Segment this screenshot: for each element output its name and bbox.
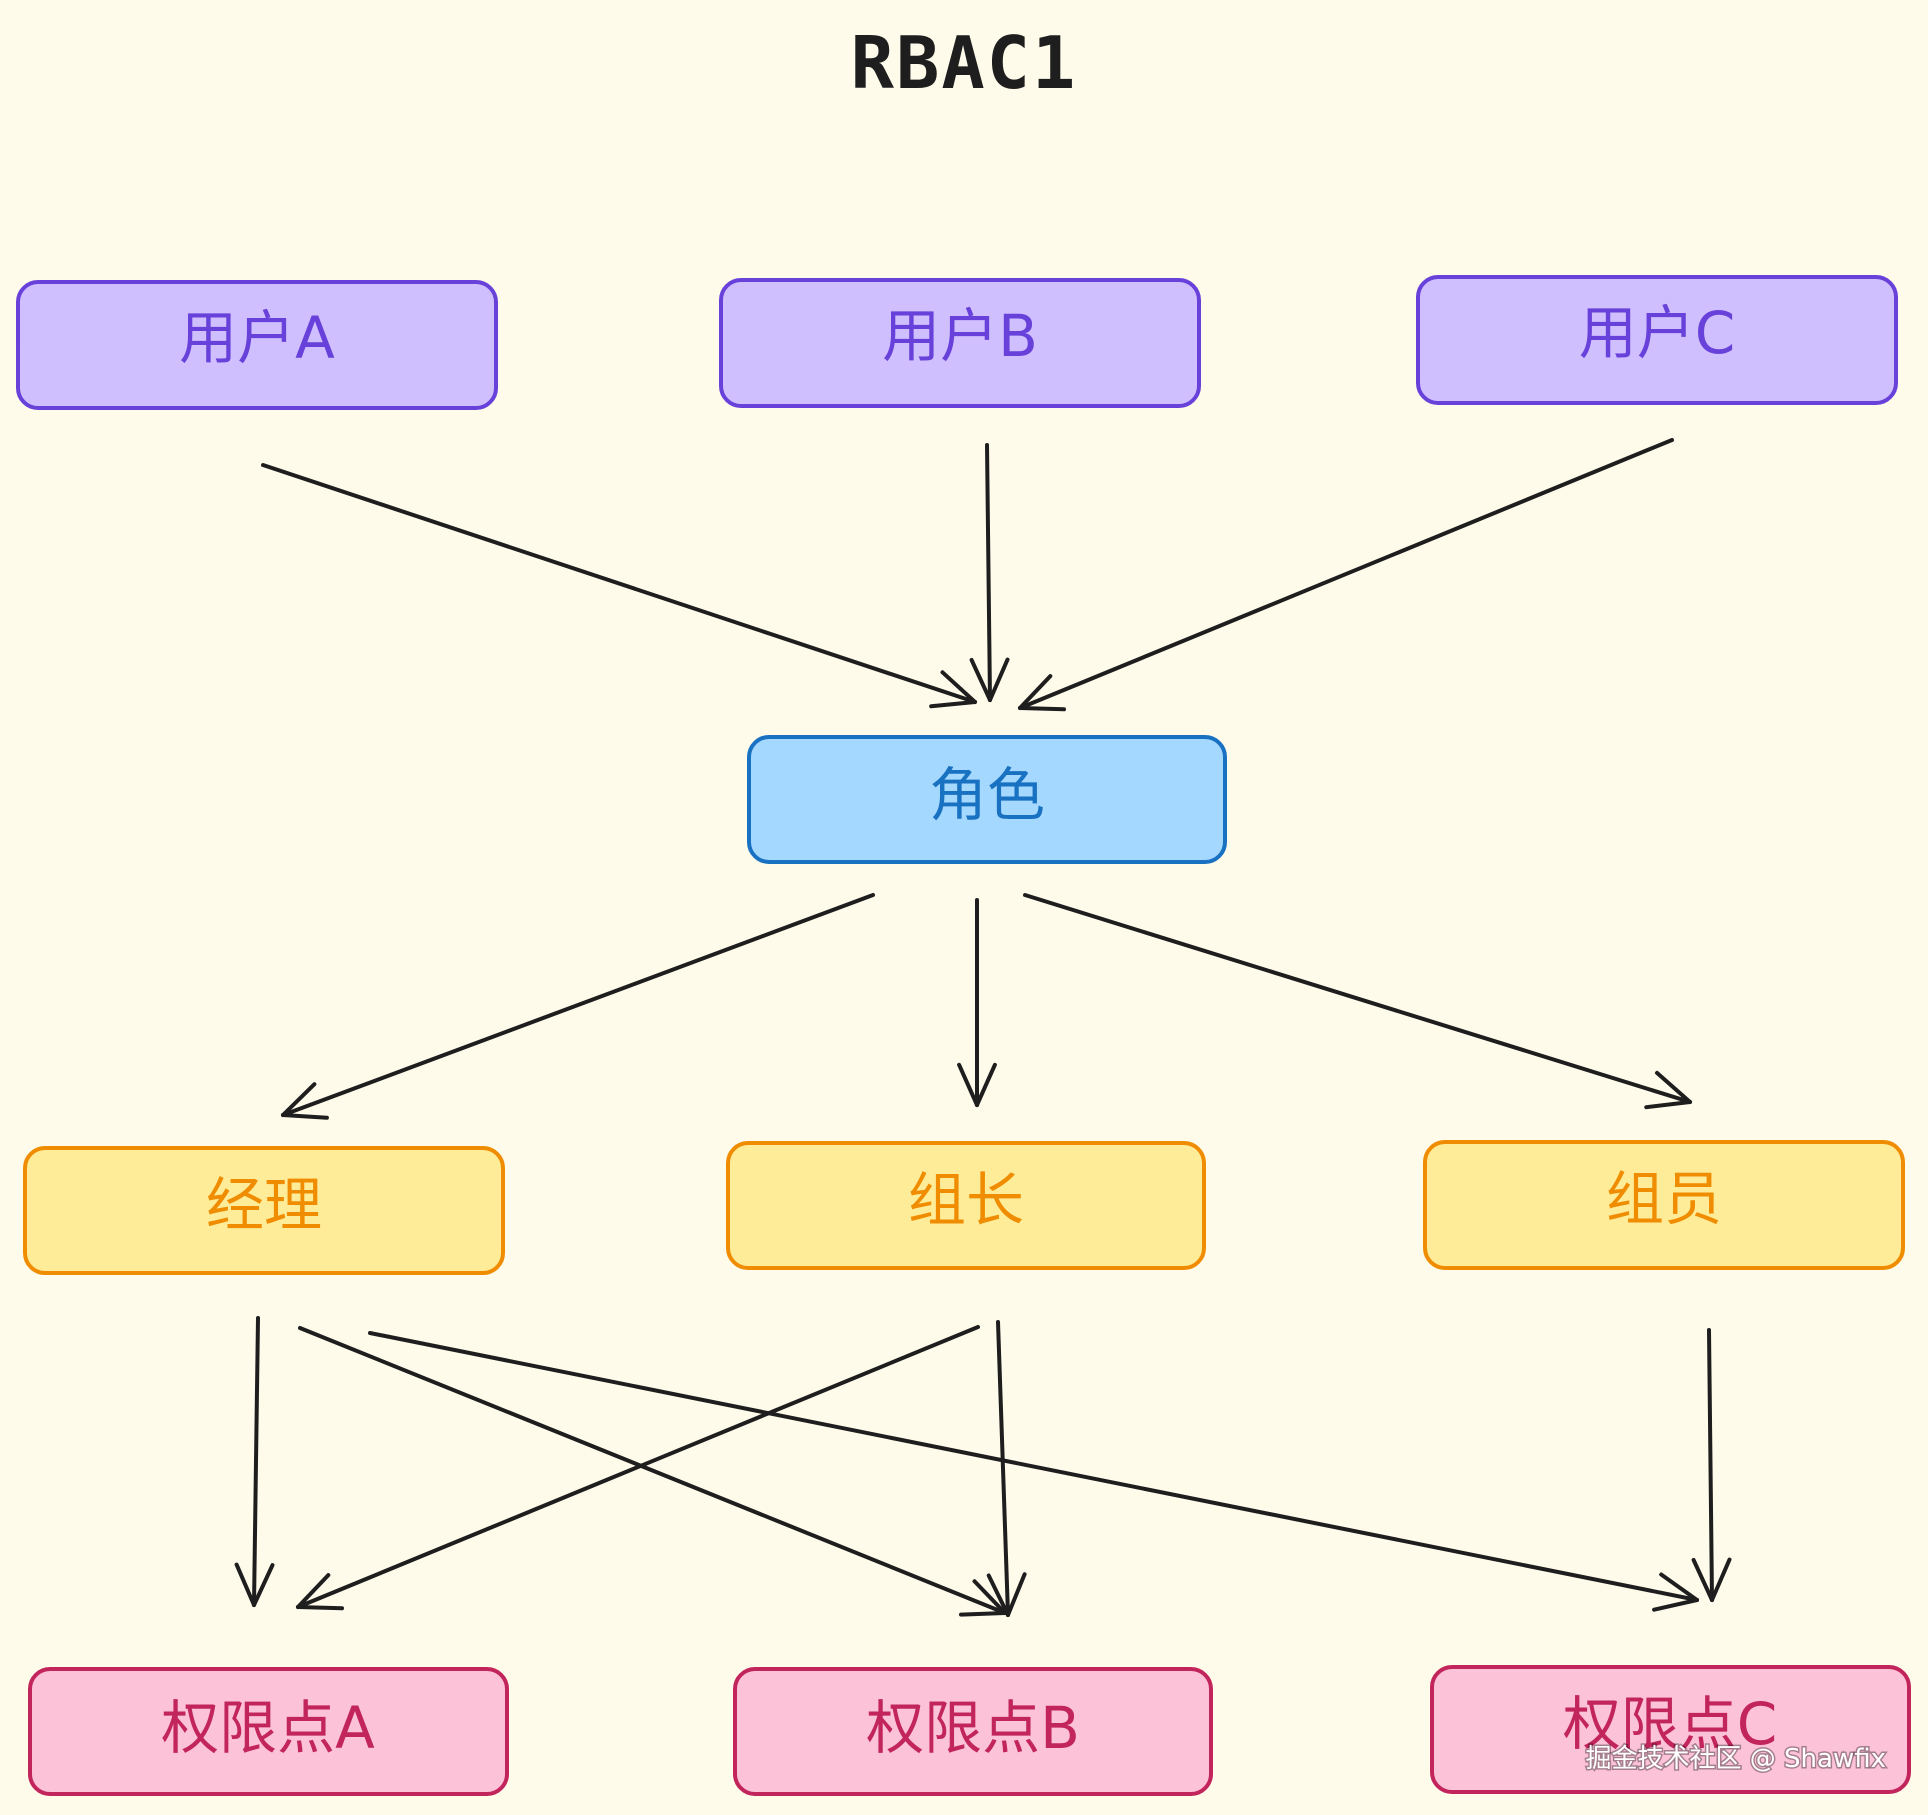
arrowhead: [972, 1579, 1007, 1615]
user-node-a[interactable]: 用户A: [16, 280, 498, 410]
arrowhead: [1691, 1558, 1714, 1602]
arrowhead: [296, 1605, 344, 1611]
edge-arrow: [296, 1325, 980, 1611]
edge-arrow: [957, 898, 997, 1107]
arrowhead: [1655, 1070, 1692, 1104]
arrowhead: [1652, 1598, 1699, 1612]
watermark-text: 掘金技术社区 @ Shawfix: [1586, 1744, 1886, 1774]
position-node-member-box: [1423, 1140, 1905, 1270]
edge-arrow: [1018, 438, 1674, 712]
position-node-member-label: 组员: [1606, 1165, 1722, 1233]
edges-layer: [234, 438, 1732, 1617]
position-node-manager-label: 经理: [206, 1171, 322, 1239]
permission-node-b-box: [733, 1667, 1213, 1796]
user-node-b-box: [719, 278, 1201, 408]
edge-line: [996, 1320, 1010, 1617]
user-node-c-box: [1416, 275, 1898, 405]
edge-arrow: [261, 463, 977, 709]
position-node-member[interactable]: 组员: [1423, 1140, 1905, 1270]
edge-arrow: [281, 893, 875, 1120]
edge-line: [1023, 893, 1692, 1104]
position-node-manager-box: [23, 1146, 505, 1275]
permission-node-c-label: 权限点C: [1563, 1690, 1778, 1758]
position-node-team-lead-box: [726, 1141, 1206, 1270]
user-node-b-label: 用户B: [882, 302, 1038, 370]
edge-line: [985, 443, 992, 702]
arrowhead: [969, 658, 992, 702]
user-node-b[interactable]: 用户B: [719, 278, 1201, 408]
diagram-title: RBAC1: [851, 21, 1078, 105]
edge-arrow: [234, 1316, 275, 1607]
arrowhead: [234, 1562, 256, 1607]
permission-node-c-box: [1430, 1665, 1911, 1794]
edge-line: [281, 893, 875, 1117]
arrowhead: [1006, 1572, 1027, 1617]
arrowhead: [929, 700, 977, 709]
arrowhead: [988, 657, 1010, 702]
position-node-team-lead-label: 组长: [908, 1166, 1024, 1234]
edge-line: [296, 1325, 980, 1609]
user-node-c[interactable]: 用户C: [1416, 275, 1898, 405]
edge-arrow: [986, 1320, 1027, 1617]
edge-line: [1018, 438, 1674, 710]
arrowhead: [959, 1611, 1007, 1617]
edge-arrow: [368, 1331, 1699, 1612]
edge-line: [368, 1331, 1699, 1602]
position-node-manager[interactable]: 经理: [23, 1146, 505, 1275]
edge-line: [1707, 1328, 1714, 1602]
edge-line: [252, 1316, 260, 1607]
permission-node-a[interactable]: 权限点A: [28, 1667, 509, 1796]
edge-line: [298, 1326, 1007, 1615]
arrowhead: [296, 1573, 331, 1609]
arrowhead: [1659, 1572, 1699, 1602]
role-node-box: [747, 735, 1227, 864]
edge-arrow: [1023, 893, 1692, 1110]
permission-node-b-label: 权限点B: [866, 1694, 1080, 1762]
arrowhead: [975, 1062, 997, 1107]
arrowhead: [1644, 1100, 1692, 1110]
user-node-a-label: 用户A: [179, 304, 335, 372]
permission-node-b[interactable]: 权限点B: [733, 1667, 1213, 1796]
permission-node-a-box: [28, 1667, 509, 1796]
user-node-a-box: [16, 280, 498, 410]
arrowhead: [986, 1573, 1010, 1617]
position-node-team-lead[interactable]: 组长: [726, 1141, 1206, 1270]
edge-line: [261, 463, 977, 704]
arrowhead: [940, 670, 977, 704]
arrowhead: [281, 1082, 317, 1117]
user-node-c-label: 用户C: [1579, 299, 1736, 367]
arrowhead: [1018, 674, 1053, 710]
edge-arrow: [1691, 1328, 1732, 1602]
permission-node-c[interactable]: 权限点C: [1430, 1665, 1911, 1794]
arrowhead: [1018, 706, 1066, 712]
permission-node-a-label: 权限点A: [161, 1694, 375, 1762]
role-node[interactable]: 角色: [747, 735, 1227, 864]
arrowhead: [1710, 1557, 1732, 1602]
edge-arrow: [969, 443, 1010, 702]
role-node-label: 角色: [929, 761, 1045, 829]
arrowhead: [957, 1062, 979, 1107]
arrowhead: [281, 1113, 329, 1120]
edge-arrow: [298, 1326, 1007, 1617]
arrowhead: [252, 1563, 275, 1607]
